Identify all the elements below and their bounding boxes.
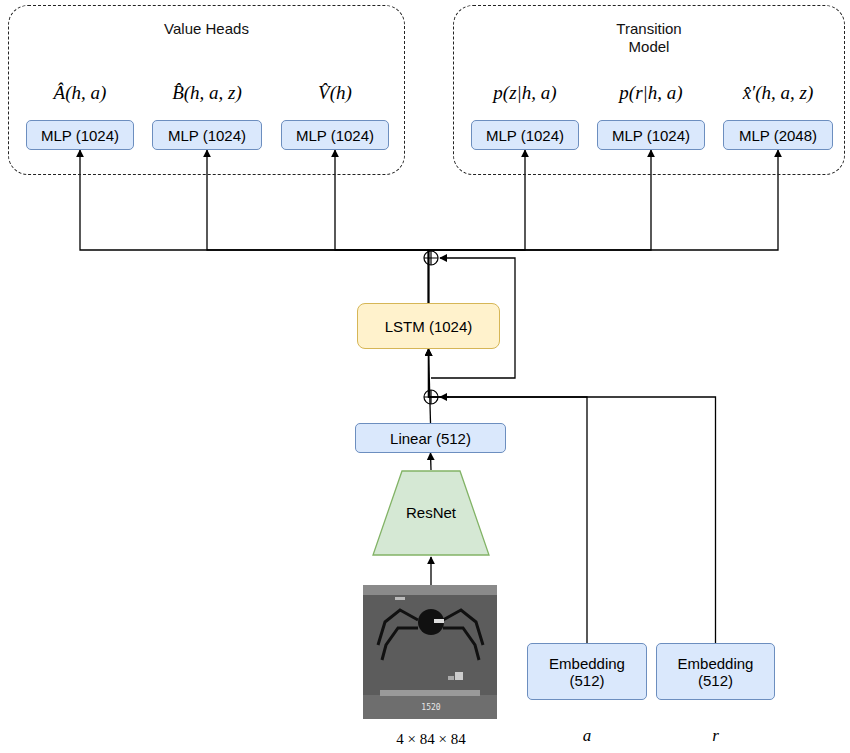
encoder-trapezoid: ResNet — [372, 470, 490, 556]
process-box: Embedding (512) a — [527, 643, 647, 749]
process-box: p(z|h, a) MLP (1024) — [471, 73, 579, 150]
box-label: ResNet — [372, 504, 490, 521]
lstm-box: LSTM (1024) — [357, 303, 500, 349]
connector — [430, 453, 432, 470]
mlp-box: MLP (1024) — [471, 120, 579, 150]
group-region: Value HeadsÂ(h, a) MLP (1024) B̂(h, a, z) M… — [8, 5, 405, 175]
head-label: B̂(h, a, z) — [152, 73, 262, 113]
group-title: Value Heads — [162, 20, 252, 38]
atari-frame — [363, 585, 497, 719]
connector — [335, 150, 429, 303]
head-label: p(z|h, a) — [471, 73, 579, 113]
mlp-box: MLP (1024) — [152, 120, 262, 150]
box-label: MLP (1024) — [486, 127, 564, 144]
box-label: MLP (1024) — [41, 127, 119, 144]
input-shape-label: 4 × 84 × 84 — [396, 731, 465, 748]
linear-box: Linear (512) — [355, 423, 506, 453]
head-label: Â(h, a) — [26, 73, 134, 113]
input-label: r — [656, 726, 775, 746]
embedding-box: Embedding (512) — [527, 643, 647, 700]
mlp-box: MLP (1024) — [281, 120, 389, 150]
box-label: MLP (1024) — [168, 127, 246, 144]
box-label: Embedding (512) — [536, 655, 638, 689]
head-label: x̂′(h, a, z) — [723, 73, 833, 113]
connector — [207, 150, 429, 303]
head-label: V̂(h) — [281, 73, 389, 113]
process-box: Â(h, a) MLP (1024) — [26, 73, 134, 150]
process-box: V̂(h) MLP (1024) — [281, 73, 389, 150]
connector — [429, 349, 716, 643]
mlp-box: MLP (2048) — [723, 120, 833, 150]
embedding-box: Embedding (512) — [656, 643, 775, 700]
process-box: LSTM (1024) — [357, 303, 500, 349]
input-label: a — [527, 726, 647, 746]
box-label: Embedding (512) — [665, 655, 766, 689]
mlp-box: MLP (1024) — [26, 120, 134, 150]
merge-arrowhead — [440, 396, 449, 397]
process-box: B̂(h, a, z) MLP (1024) — [152, 73, 262, 150]
connector — [429, 150, 652, 303]
group-region: Transition Modelp(z|h, a)MLP (1024)p(r|h… — [453, 5, 845, 175]
box-label: MLP (2048) — [739, 127, 817, 144]
connector — [80, 150, 429, 303]
box-label: LSTM (1024) — [385, 318, 473, 335]
connector — [429, 150, 526, 303]
box-label: Linear (512) — [390, 430, 471, 447]
connector — [429, 150, 779, 303]
score-text: 1520 — [421, 703, 440, 712]
process-box: x̂′(h, a, z) MLP (2048) — [723, 73, 833, 150]
box-label: MLP (1024) — [612, 127, 690, 144]
head-label: p(r|h, a) — [597, 73, 705, 113]
box-label: MLP (1024) — [296, 127, 374, 144]
sum-node — [424, 251, 438, 265]
process-box: p(r|h, a) MLP (1024) — [597, 73, 705, 150]
group-title: Transition Model — [604, 20, 694, 56]
mlp-box: MLP (1024) — [597, 120, 705, 150]
process-box: Embedding (512) r — [656, 643, 775, 749]
process-box: Linear (512) — [355, 423, 506, 453]
input-arrow — [430, 557, 431, 585]
